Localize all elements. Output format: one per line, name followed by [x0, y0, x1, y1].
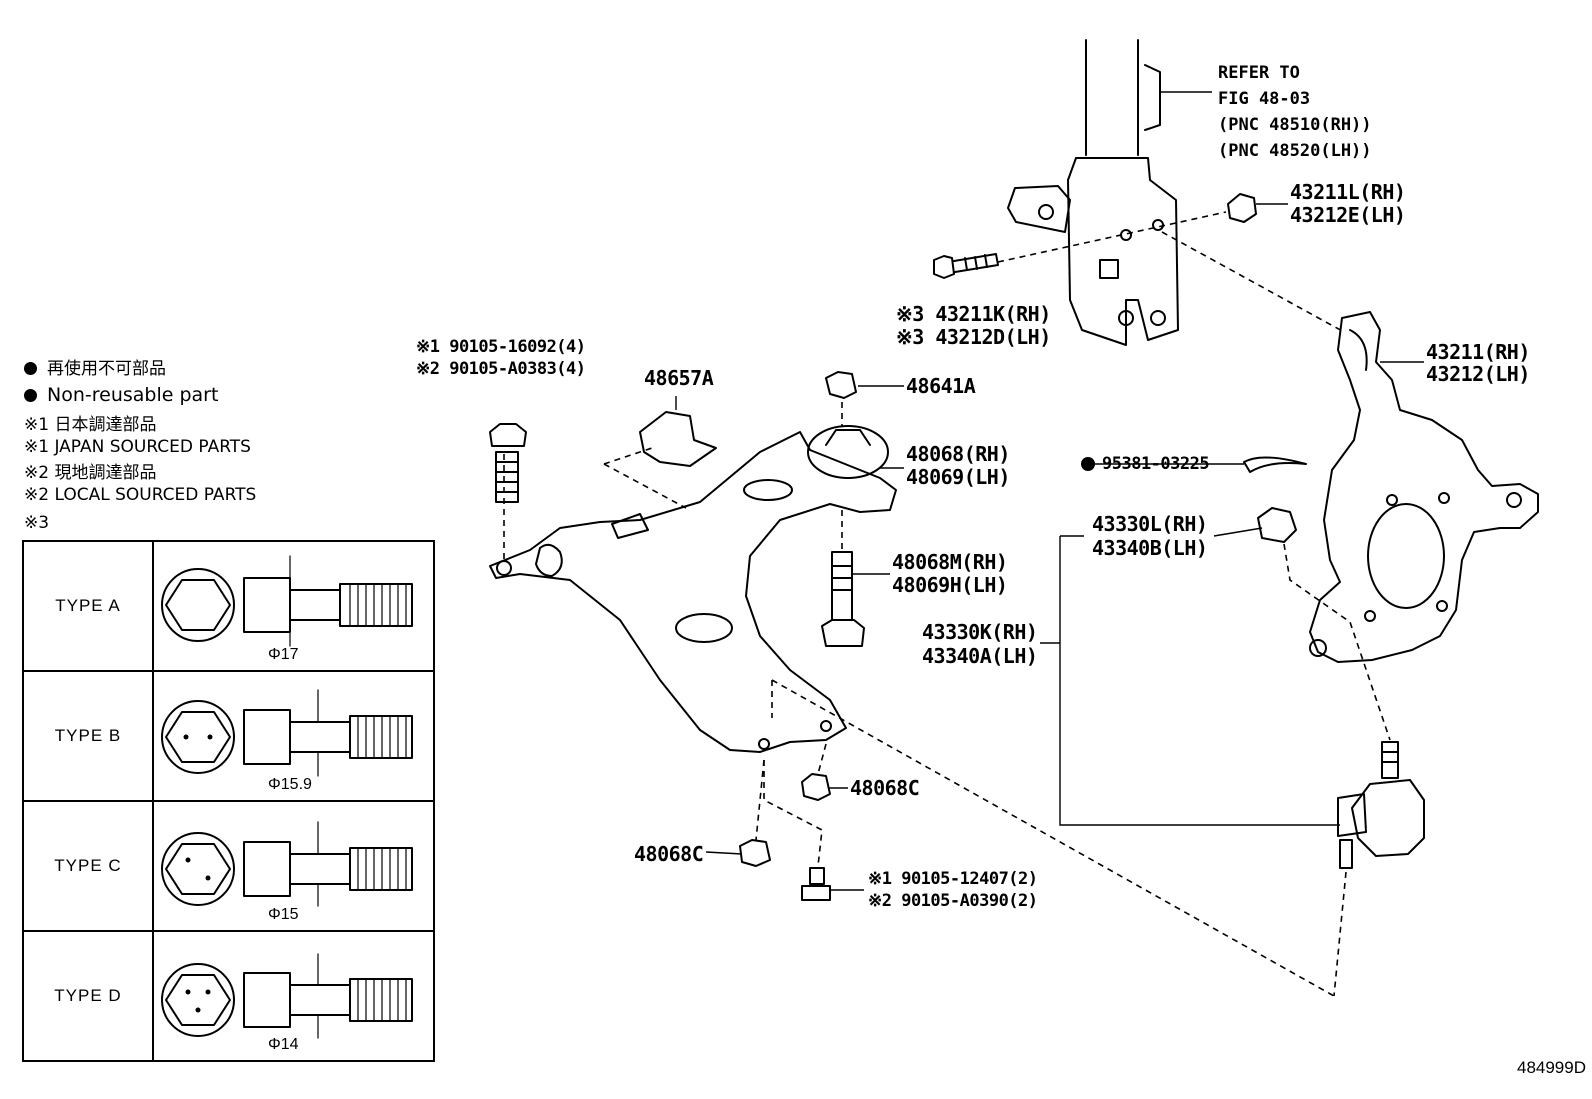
part-label-90105-a0390[interactable]: ※2 90105-A0390(2)	[868, 891, 1038, 911]
part-label-43211l[interactable]: 43211L(RH)	[1290, 180, 1406, 204]
legend-nonreusable-en: Non-reusable part	[24, 384, 218, 406]
part-label-48657a[interactable]: 48657A	[644, 366, 714, 390]
table-row: TYPE D Φ14	[22, 930, 435, 1062]
diameter-label: Φ15.9	[268, 776, 312, 793]
type-illustration: Φ17	[152, 540, 435, 672]
legend-note3: ※3	[24, 513, 50, 533]
part-label-43340b[interactable]: 43340B(LH)	[1092, 536, 1208, 560]
nut-48068c-lower	[739, 839, 771, 867]
type-illustration: Φ15	[152, 800, 435, 932]
bushing-bolt	[821, 551, 865, 647]
part-label-48069[interactable]: 48069(LH)	[906, 465, 1010, 489]
refer-line-4: (PNC 48520(LH))	[1218, 141, 1372, 161]
legend-nonreusable-jp: 再使用不可部品	[24, 358, 166, 380]
part-label-43340a[interactable]: 43340A(LH)	[922, 644, 1038, 668]
part-label-48068c-lower[interactable]: 48068C	[634, 842, 704, 866]
type-name: TYPE A	[22, 540, 154, 672]
part-label-48069h[interactable]: 48069H(LH)	[892, 573, 1008, 597]
strut-assembly	[1007, 39, 1179, 346]
type-name: TYPE B	[22, 670, 154, 802]
part-label-48068m[interactable]: 48068M(RH)	[892, 550, 1008, 574]
part-label-43211k[interactable]: ※3 43211K(RH)	[896, 302, 1051, 326]
small-bolt	[801, 867, 831, 901]
bullet-icon	[24, 362, 37, 375]
type-illustration: Φ15.9	[152, 670, 435, 802]
legend-text: Non-reusable part	[47, 384, 219, 406]
legend-note2-jp: ※2 現地調達部品	[24, 463, 157, 483]
ball-joint	[1337, 741, 1425, 869]
part-label-95381[interactable]: 95381-03225	[1102, 454, 1210, 474]
bolt-type-table: TYPE A Φ17 TYPE B Φ15.9 TYPE C Φ15 TYPE …	[22, 540, 435, 1062]
nut-48641a	[825, 371, 857, 399]
part-label-43212d[interactable]: ※3 43212D(LH)	[896, 325, 1051, 349]
part-label-43330l[interactable]: 43330L(RH)	[1092, 512, 1208, 536]
nut-48068c-upper	[801, 773, 831, 801]
part-label-48641a[interactable]: 48641A	[906, 374, 976, 398]
part-label-90105-12407[interactable]: ※1 90105-12407(2)	[868, 869, 1038, 889]
part-label-48068[interactable]: 48068(RH)	[906, 442, 1010, 466]
part-label-43212[interactable]: 43212(LH)	[1426, 362, 1530, 386]
part-label-43211[interactable]: 43211(RH)	[1426, 340, 1530, 364]
part-label-90105-16092[interactable]: ※1 90105-16092(4)	[416, 337, 586, 357]
solid-leaders	[675, 91, 1424, 891]
table-row: TYPE A Φ17	[22, 540, 435, 672]
part-label-43212e[interactable]: 43212E(LH)	[1290, 203, 1406, 227]
bracket-48657a	[639, 411, 717, 467]
lower-control-arm	[489, 425, 897, 753]
diameter-label: Φ17	[268, 646, 299, 663]
legend-note1-en: ※1 JAPAN SOURCED PARTS	[24, 437, 251, 457]
part-label-43330k[interactable]: 43330K(RH)	[922, 620, 1038, 644]
refer-line-2: FIG 48-03	[1218, 89, 1311, 109]
castle-nut	[1257, 507, 1297, 543]
dashed-leaders	[503, 211, 1391, 997]
figure-number: 484999D	[1516, 1058, 1586, 1077]
legend-note2-en: ※2 LOCAL SOURCED PARTS	[24, 485, 257, 505]
part-label-48068c-upper[interactable]: 48068C	[850, 776, 920, 800]
table-row: TYPE B Φ15.9	[22, 670, 435, 802]
strut-nut	[1227, 193, 1257, 223]
bullet-icon	[24, 389, 37, 402]
diameter-label: Φ15	[268, 906, 299, 923]
legend-text: 再使用不可部品	[47, 359, 166, 379]
type-name: TYPE C	[22, 800, 154, 932]
type-name: TYPE D	[22, 930, 154, 1062]
legend-note1-jp: ※1 日本調達部品	[24, 415, 157, 435]
table-row: TYPE C Φ15	[22, 800, 435, 932]
type-illustration: Φ14	[152, 930, 435, 1062]
nonreusable-dot-95381	[1081, 457, 1095, 471]
diameter-label: Φ14	[268, 1036, 299, 1053]
refer-line-3: (PNC 48510(RH))	[1218, 115, 1372, 135]
cotter-pin	[1243, 456, 1307, 473]
refer-line-1: REFER TO	[1218, 63, 1300, 83]
steering-knuckle	[1309, 311, 1539, 663]
strut-bolt	[933, 253, 999, 279]
arm-bolt-front	[489, 423, 527, 503]
part-label-90105-a0383[interactable]: ※2 90105-A0383(4)	[416, 359, 586, 379]
